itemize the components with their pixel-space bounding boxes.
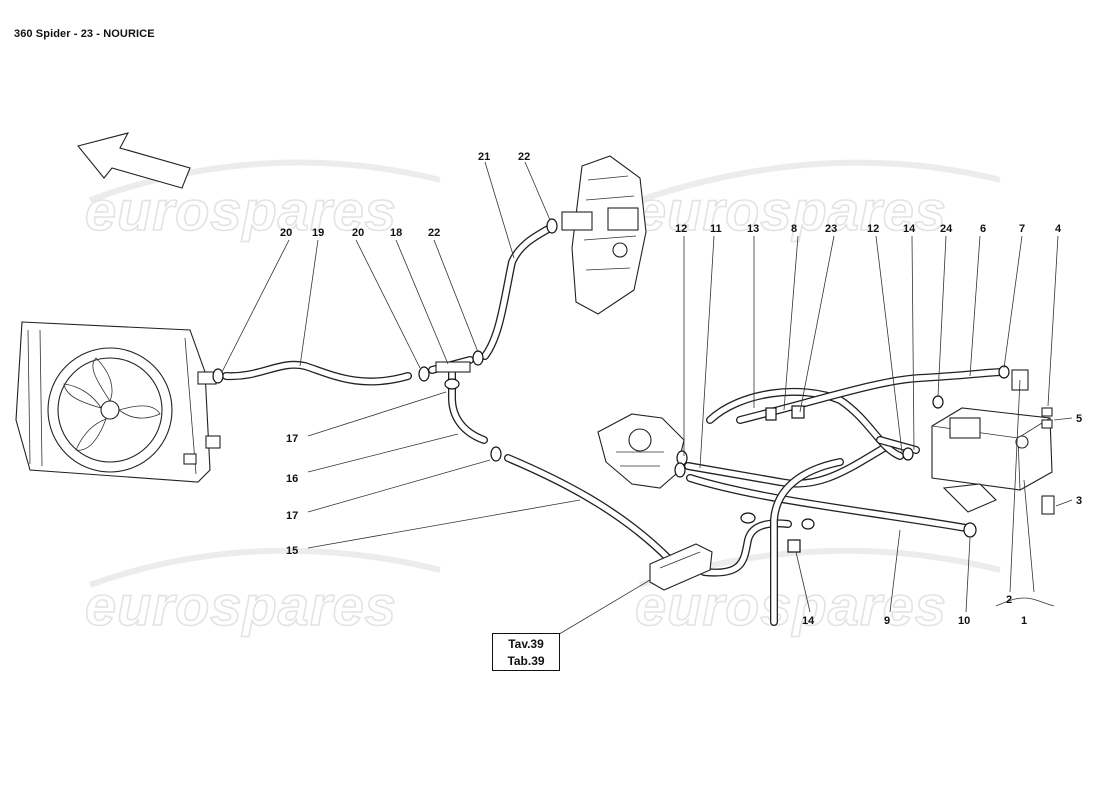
callout-5: 5 [1076,413,1082,425]
mounting-bracket-part [649,543,713,591]
watermark-text: eurospares [635,179,947,242]
callout-3: 3 [1076,495,1082,507]
watermark-text: eurospares [85,574,397,637]
engine-component-part [561,155,647,315]
reference-box[interactable]: Tav.39 Tab.39 [492,633,560,671]
leader-lines [221,161,1073,637]
callout-17: 17 [286,433,298,445]
callout-4: 4 [1055,223,1062,235]
callout-6: 6 [980,223,986,235]
callout-23: 23 [825,223,837,235]
callout-20: 20 [352,227,364,239]
watermark-text: eurospares [85,179,397,242]
reference-line-2: Tab.39 [507,654,545,668]
callout-7: 7 [1019,223,1025,235]
callout-8: 8 [791,223,797,235]
callout-12: 12 [675,223,687,235]
callout-14: 14 [903,223,916,235]
callout-22: 22 [428,227,440,239]
callout-2: 2 [1006,594,1012,606]
callout-9: 9 [884,615,890,627]
callout-14: 14 [802,615,815,627]
thermostat-housing-part [597,413,685,489]
callout-12: 12 [867,223,879,235]
reference-line-1: Tav.39 [508,637,544,651]
clamp-group [212,218,1010,553]
callout-21: 21 [478,151,490,163]
callout-24: 24 [940,223,953,235]
direction-arrow-icon [77,132,191,189]
callout-1: 1 [1021,615,1027,627]
callout-16: 16 [286,473,298,485]
radiator-fan-part [15,321,221,483]
callout-11: 11 [710,223,722,235]
watermark-text: eurospares [635,574,947,637]
callout-13: 13 [747,223,759,235]
callout-20: 20 [280,227,292,239]
callout-22: 22 [518,151,530,163]
callout-15: 15 [286,545,298,557]
callout-18: 18 [390,227,402,239]
callout-labels: 20 19 20 18 22 21 22 17 16 17 15 12 11 1… [280,151,1082,627]
expansion-tank-part [931,369,1055,515]
callout-19: 19 [312,227,324,239]
callout-17: 17 [286,510,298,522]
callout-10: 10 [958,615,970,627]
page-title: 360 Spider - 23 - NOURICE [14,28,155,40]
